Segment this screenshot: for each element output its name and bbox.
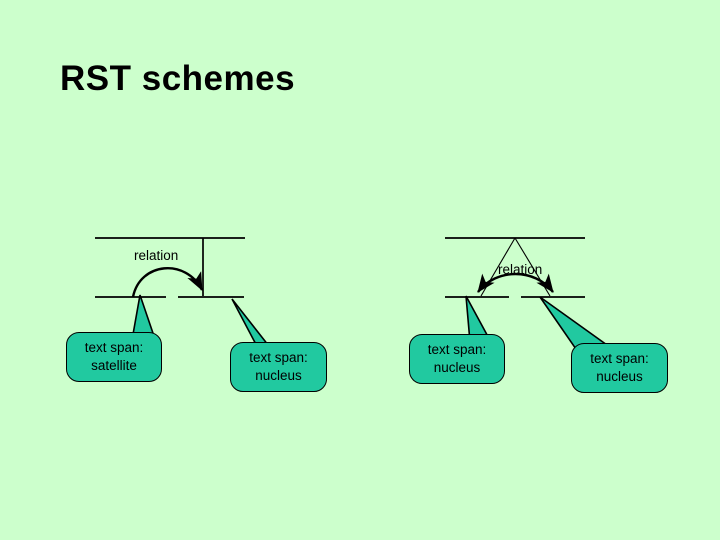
callout-text-span-nucleus-multi-left[interactable]: text span: nucleus xyxy=(409,334,505,384)
mononuclear-relation-label: relation xyxy=(134,248,179,263)
callout-line-2: nucleus xyxy=(255,368,302,383)
page-title: RST schemes xyxy=(60,59,296,98)
diagram-mononuclear xyxy=(95,237,245,298)
callout-line-2: nucleus xyxy=(596,369,643,384)
callout-text-span-nucleus-multi-right[interactable]: text span: nucleus xyxy=(571,343,668,393)
multinuclear-relation-label: relation xyxy=(498,262,543,277)
callout-line-1: text span: xyxy=(84,339,144,355)
callout-text-span-nucleus-mono[interactable]: text span: nucleus xyxy=(230,342,327,392)
callout-line-1: text span: xyxy=(249,349,308,365)
callout-line-1: text span: xyxy=(427,341,487,357)
callout-text-span-satellite[interactable]: text span: satellite xyxy=(66,332,162,382)
callout-tails xyxy=(120,294,617,353)
callout-line-2: satellite xyxy=(91,358,137,373)
mononuclear-relation-arrow xyxy=(131,267,204,298)
callout-line-1: text span: xyxy=(590,350,649,366)
callout-line-2: nucleus xyxy=(433,360,481,375)
